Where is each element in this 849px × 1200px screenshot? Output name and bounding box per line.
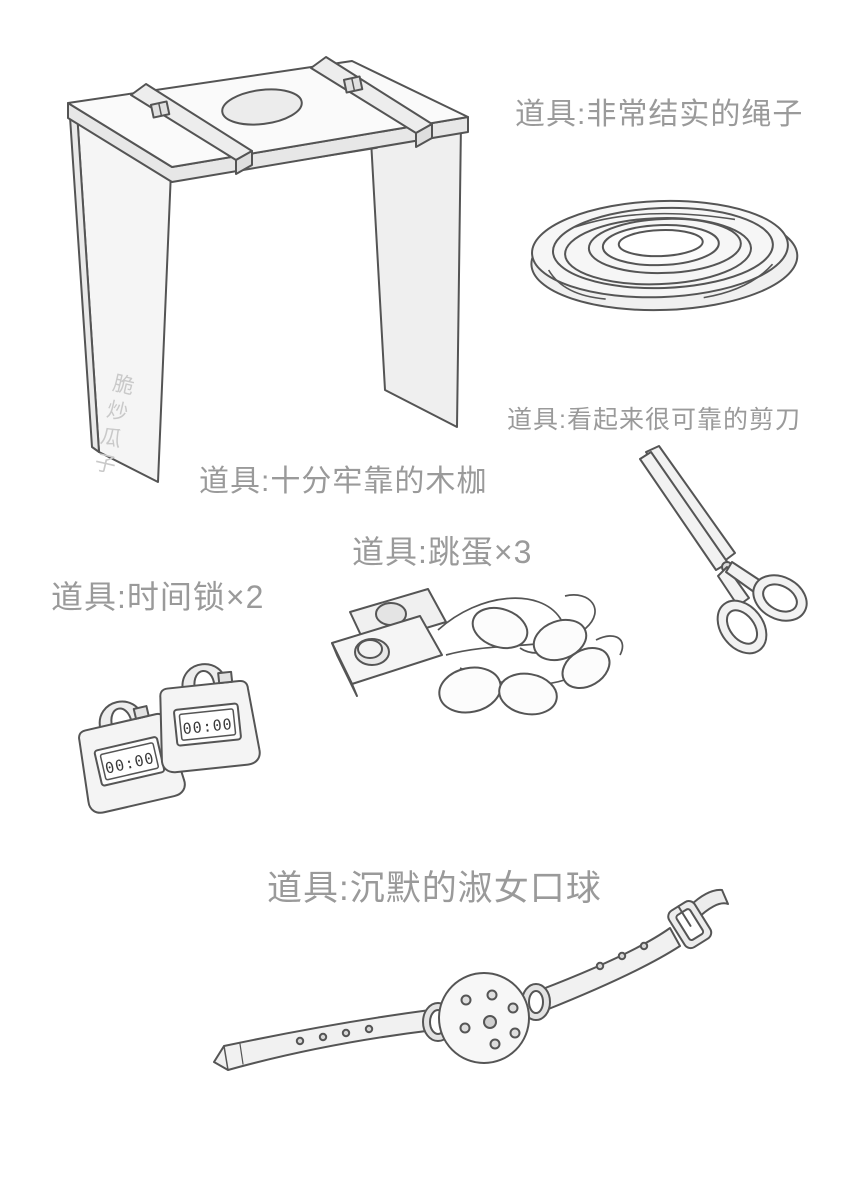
label-rope: 道具:非常结实的绳子 xyxy=(515,98,804,131)
lock-display-value: 00:00 xyxy=(182,715,234,738)
scissors-handle xyxy=(716,599,768,655)
scissors-blade xyxy=(639,451,729,571)
label-stocks: 道具:十分牢靠的木枷 xyxy=(199,465,488,498)
lock-display: 00:00 xyxy=(93,736,166,787)
label-eggs: 道具:跳蛋×3 xyxy=(352,534,533,570)
rope-coil-illustration xyxy=(530,199,799,312)
lock-display: 00:00 xyxy=(173,702,242,747)
gag-ball xyxy=(438,972,530,1064)
time-lock: 00:00 xyxy=(78,700,186,814)
label-gag: 道具:沉默的淑女口球 xyxy=(267,869,602,908)
gag-strap-right xyxy=(539,927,681,1011)
vibrator-egg xyxy=(561,647,611,689)
wooden-stocks-illustration xyxy=(67,56,469,483)
egg-remote xyxy=(331,615,443,697)
time-lock: 00:00 xyxy=(159,663,261,774)
vibrator-egg xyxy=(471,606,529,650)
stocks-hole xyxy=(221,88,303,126)
label-locks: 道具:时间锁×2 xyxy=(51,579,265,615)
scissors-handle xyxy=(752,574,808,622)
scissors-illustration xyxy=(639,445,808,655)
egg-vibrators-illustration xyxy=(331,588,624,716)
ball-gag-illustration xyxy=(213,888,729,1071)
gag-buckle xyxy=(667,900,713,950)
stocks-right-panel xyxy=(370,121,462,428)
vibrator-egg xyxy=(532,618,588,662)
label-scissors: 道具:看起来很可靠的剪刀 xyxy=(507,406,801,434)
vibrator-egg xyxy=(438,666,502,714)
strap-buckle-icon xyxy=(342,75,364,94)
time-locks-illustration: 00:00 00:00 xyxy=(78,663,261,814)
strap-buckle-icon xyxy=(149,100,171,119)
vibrator-egg xyxy=(498,672,558,716)
